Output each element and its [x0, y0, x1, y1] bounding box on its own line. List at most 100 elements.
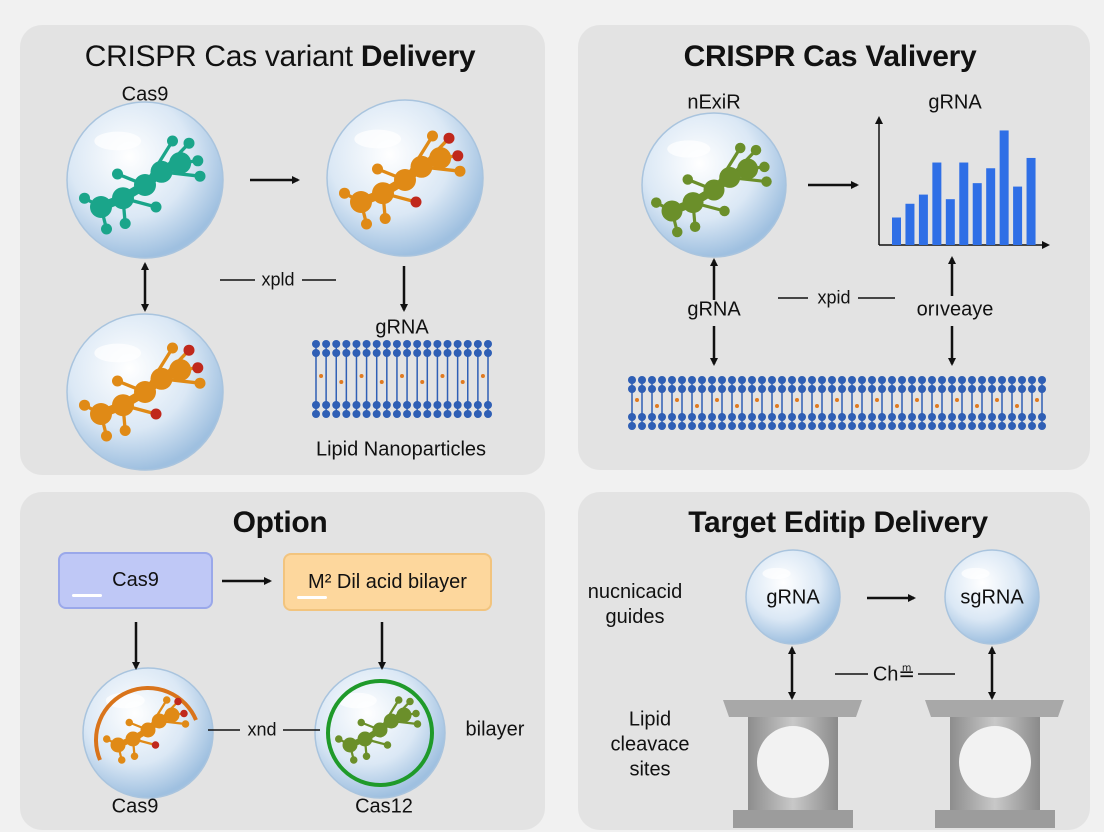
lipid-head [978, 385, 986, 393]
lipid-nanoparticles-label: Lipid Nanoparticles [315, 438, 487, 461]
lipid-head [473, 349, 482, 357]
atom [396, 707, 412, 723]
lipid-head [738, 422, 746, 430]
lipid-head [888, 385, 896, 393]
stand-base [733, 810, 853, 828]
lipid-head [1008, 413, 1016, 421]
lipid-head [473, 410, 482, 418]
lipid-head [403, 401, 412, 409]
cas12-label: Cas12 [355, 795, 413, 818]
lipid-head [658, 422, 666, 430]
atom [79, 399, 90, 411]
atom [174, 697, 182, 706]
lipid-head [1028, 422, 1036, 430]
lipid-bilayer [628, 376, 1046, 430]
lipid-head [798, 376, 806, 384]
lipid-head [938, 385, 946, 393]
lipid-head [1018, 413, 1026, 421]
lipid-dot [440, 374, 445, 378]
cas9-label: Cas9 [121, 83, 169, 106]
atom [379, 213, 391, 224]
lipid-head [708, 413, 716, 421]
lipid-head [788, 422, 796, 430]
lipid-head [998, 385, 1006, 393]
lipid-dot [975, 404, 979, 408]
lipid-head [798, 385, 806, 393]
lipid-head [898, 376, 906, 384]
highlight [297, 596, 327, 599]
atom [682, 192, 704, 214]
atom [372, 722, 388, 738]
lipid-head [628, 376, 636, 384]
lipid-head [658, 385, 666, 393]
lipid-head [443, 401, 452, 409]
lipid-head [878, 422, 886, 430]
lipid-head [1038, 385, 1046, 393]
lipid-head [342, 401, 351, 409]
atom [90, 403, 112, 425]
atom [357, 731, 373, 747]
lipid-head [728, 422, 736, 430]
atom [383, 741, 392, 749]
lipid-head [788, 385, 796, 393]
lipid-head [648, 413, 656, 421]
lipid-head [908, 422, 916, 430]
lipid-head [433, 349, 442, 357]
lipid-head [798, 413, 806, 421]
grna-label: gRNA [375, 316, 429, 339]
lipid-head [352, 349, 361, 357]
lipid-head [768, 385, 776, 393]
lipid-dot [675, 398, 679, 402]
atom [101, 430, 112, 442]
title-top-right: CRISPR Cas Valivery [683, 40, 977, 73]
lipid-head [638, 385, 646, 393]
lipid-head [988, 422, 996, 430]
lipid-head [768, 413, 776, 421]
atom [150, 367, 173, 390]
lipid-head [362, 349, 371, 357]
atom [350, 756, 358, 764]
title-bottom-left: Option [232, 506, 328, 539]
atom [194, 170, 206, 182]
lipid-head [423, 349, 432, 357]
link-label: xpld [261, 269, 295, 290]
lipid-dot [915, 398, 919, 402]
lipid-head [858, 385, 866, 393]
lipid-head [808, 422, 816, 430]
atom [427, 130, 438, 142]
lipid-head [808, 413, 816, 421]
lipid-head [758, 422, 766, 430]
link-label: xnd [247, 719, 277, 740]
lipid-head [372, 340, 381, 348]
lipid-head [778, 413, 786, 421]
atom [164, 707, 180, 723]
lipid-head [1018, 422, 1026, 430]
lipid-head [708, 422, 716, 430]
lipid-head [443, 340, 452, 348]
lipid-head [718, 376, 726, 384]
lipid-dot [695, 404, 699, 408]
lipid-dot [935, 404, 939, 408]
atom [410, 196, 422, 208]
lipid-head [948, 385, 956, 393]
atom [112, 168, 123, 180]
bubble-highlight [354, 129, 402, 149]
atom [163, 696, 171, 704]
lipid-head [898, 413, 906, 421]
atom [661, 200, 683, 222]
lipid-head [413, 401, 422, 409]
atom [682, 174, 693, 185]
atom [169, 359, 192, 381]
atom [429, 147, 452, 169]
lipid-head [463, 401, 472, 409]
lipid-head [778, 422, 786, 430]
lipid-dot [655, 404, 659, 408]
bar [1013, 186, 1023, 245]
highlight [72, 594, 102, 597]
lipid-head [678, 385, 686, 393]
lipid-head [788, 376, 796, 384]
lipid-head [342, 340, 351, 348]
lipid-head [382, 349, 391, 357]
